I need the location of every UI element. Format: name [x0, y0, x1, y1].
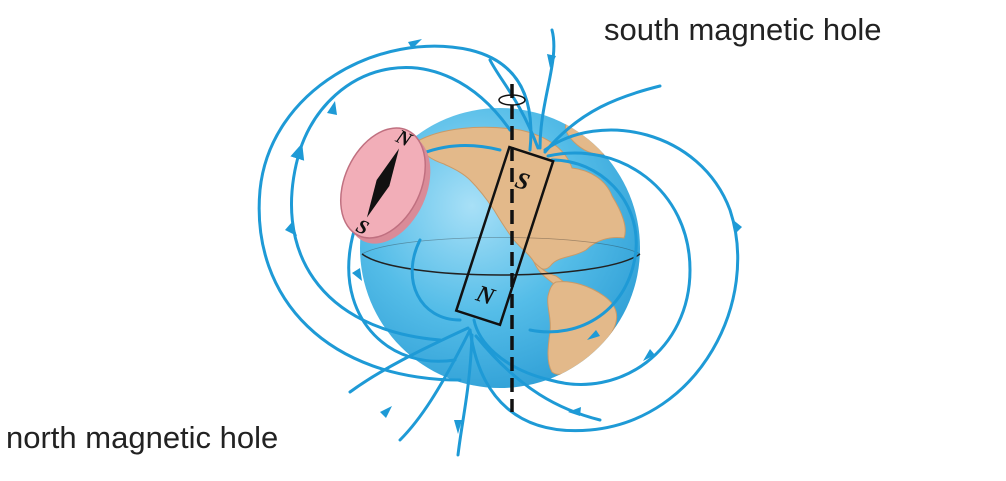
- field-line: [410, 238, 462, 322]
- arrowhead-icon: [380, 406, 392, 418]
- arrowhead-icon: [547, 54, 556, 68]
- compass: N S: [339, 125, 431, 244]
- field-line: [257, 44, 533, 382]
- field-line: [290, 66, 512, 342]
- south-magnetic-pole-label: south magnetic hole: [604, 12, 882, 47]
- arrowhead-icon: [352, 268, 362, 281]
- field-line: [472, 151, 692, 386]
- arrowhead-icon: [643, 349, 655, 361]
- magnetic-field-lines: [257, 28, 740, 457]
- rotation-axis: [498, 84, 526, 412]
- arrowhead-icon: [732, 219, 742, 233]
- field-line: [456, 333, 474, 457]
- field-line: [543, 84, 662, 154]
- arrowhead-icon: [587, 330, 600, 340]
- compass-needle-icon: [366, 148, 400, 218]
- arrowhead-icon: [408, 39, 422, 49]
- field-arrowheads: [285, 39, 742, 434]
- field-line: [474, 334, 602, 422]
- arrowhead-icon: [454, 420, 462, 434]
- field-line: [528, 158, 638, 334]
- field-line: [347, 144, 502, 363]
- north-magnetic-pole-label: north magnetic hole: [6, 420, 279, 455]
- field-line: [348, 326, 470, 394]
- field-line: [538, 28, 556, 150]
- equator-line: [361, 253, 641, 276]
- arrowhead-icon: [568, 407, 581, 416]
- arrowhead-icon: [285, 222, 297, 236]
- field-line: [468, 128, 740, 433]
- field-line: [398, 328, 472, 442]
- rotation-arrow-icon: [498, 94, 526, 106]
- arrowhead-icon: [327, 101, 337, 115]
